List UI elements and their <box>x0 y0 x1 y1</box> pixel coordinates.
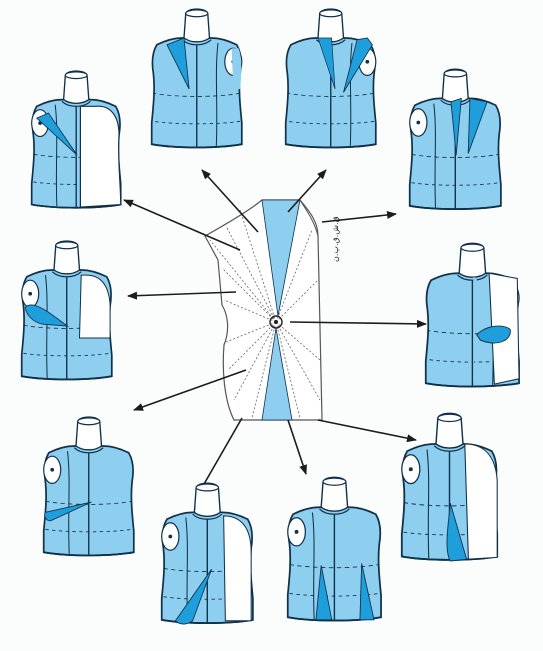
form-side-dart <box>42 416 135 557</box>
radiating-guide-lines <box>209 209 321 419</box>
upper-dart-wedge <box>261 199 301 317</box>
arrow-to-form-4 <box>321 210 397 223</box>
dart-wedge-icon <box>24 304 70 327</box>
form-right-bust-dart <box>426 243 520 386</box>
dart-wedge-icon <box>446 503 468 562</box>
dart-wedge-icon <box>450 97 462 156</box>
central-pattern: ق.ش.ق.پ.ن <box>204 199 340 421</box>
form-waist-diagonal-dart <box>160 482 254 625</box>
dart-wedge-icon <box>315 565 333 621</box>
arrow-to-form-7 <box>133 369 247 411</box>
dart-wedge-icon <box>174 568 213 625</box>
form-side-bust-dart <box>20 240 113 381</box>
arrow-to-form-1 <box>123 199 241 251</box>
arrow-to-form-2 <box>201 169 259 233</box>
dart-wedge-icon <box>35 112 78 156</box>
form-waist-center-dart <box>286 476 382 622</box>
form-armhole-upper-dart <box>152 9 242 147</box>
arrows <box>123 169 427 499</box>
dart-wedge-icon <box>343 37 373 93</box>
dart-wedge-icon <box>44 501 92 522</box>
form-armhole-lower-dart <box>30 70 122 209</box>
arrow-to-form-9 <box>287 419 307 475</box>
lower-dart-wedge <box>261 327 293 421</box>
form-shoulder-dart <box>286 9 376 147</box>
form-princess-waist-dart <box>400 412 499 562</box>
arrow-to-form-3 <box>287 169 327 213</box>
pivot-point-icon <box>269 315 283 329</box>
dart-wedge-icon <box>166 37 190 90</box>
arrow-to-form-10 <box>317 419 417 443</box>
arrow-to-form-5 <box>127 291 237 300</box>
form-neckline-dart <box>408 68 502 210</box>
pattern-annotation: ق.ش.ق.پ.ن <box>331 216 340 262</box>
arrow-to-form-6 <box>289 319 427 328</box>
